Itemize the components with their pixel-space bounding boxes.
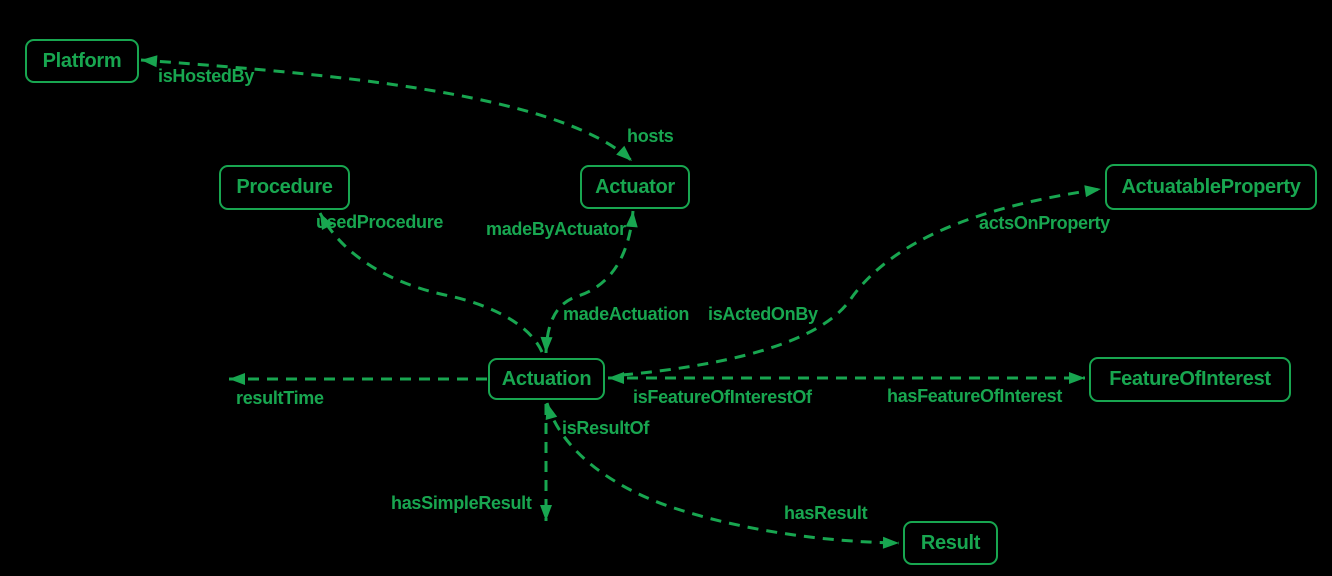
- edge-usedprocedure: [318, 212, 544, 353]
- node-label: Platform: [42, 49, 122, 72]
- edge-isresultof-hasresult: [545, 402, 900, 549]
- edge-actsonproperty-isactedonby: [621, 185, 1102, 377]
- node-result: Result: [903, 521, 998, 565]
- node-platform: Platform: [25, 39, 139, 83]
- edge-label-isfeatureofinterestof: isFeatureOfInterestOf: [633, 387, 812, 407]
- node-procedure: Procedure: [219, 165, 350, 210]
- node-label: Procedure: [236, 176, 333, 198]
- node-actuation: Actuation: [488, 358, 605, 400]
- node-label: FeatureOfInterest: [1109, 368, 1271, 390]
- edge-label-resulttime: resultTime: [236, 388, 324, 408]
- edge-hosts-ishostedby: [140, 55, 634, 163]
- node-label: Actuation: [501, 367, 592, 390]
- edge-label-hasfeatureofinterest: hasFeatureOfInterest: [887, 386, 1063, 406]
- node-label: Result: [920, 531, 981, 554]
- edge-label-hassimpleresult: hasSimpleResult: [391, 493, 532, 513]
- edge-label-hasresult: hasResult: [784, 503, 868, 523]
- edge-label-isresultof: isResultOf: [562, 418, 650, 438]
- edge-label-madeactuation: madeActuation: [563, 304, 690, 324]
- node-actuator: Actuator: [580, 165, 690, 209]
- edge-label-hosts: hosts: [627, 126, 674, 146]
- edge-label-madebyactuator: madeByActuator: [486, 219, 626, 239]
- edge-label-isactedonby: isActedOnBy: [708, 304, 818, 324]
- node-actuatable-property: ActuatableProperty: [1105, 164, 1317, 210]
- edge-label-usedprocedure: usedProcedure: [316, 212, 444, 232]
- node-label: Actuator: [595, 175, 675, 198]
- node-feature-of-interest: FeatureOfInterest: [1089, 357, 1291, 402]
- node-label: ActuatableProperty: [1121, 175, 1301, 198]
- edge-label-actsonproperty: actsOnProperty: [979, 213, 1110, 233]
- edge-label-ishostedby: isHostedBy: [158, 66, 255, 86]
